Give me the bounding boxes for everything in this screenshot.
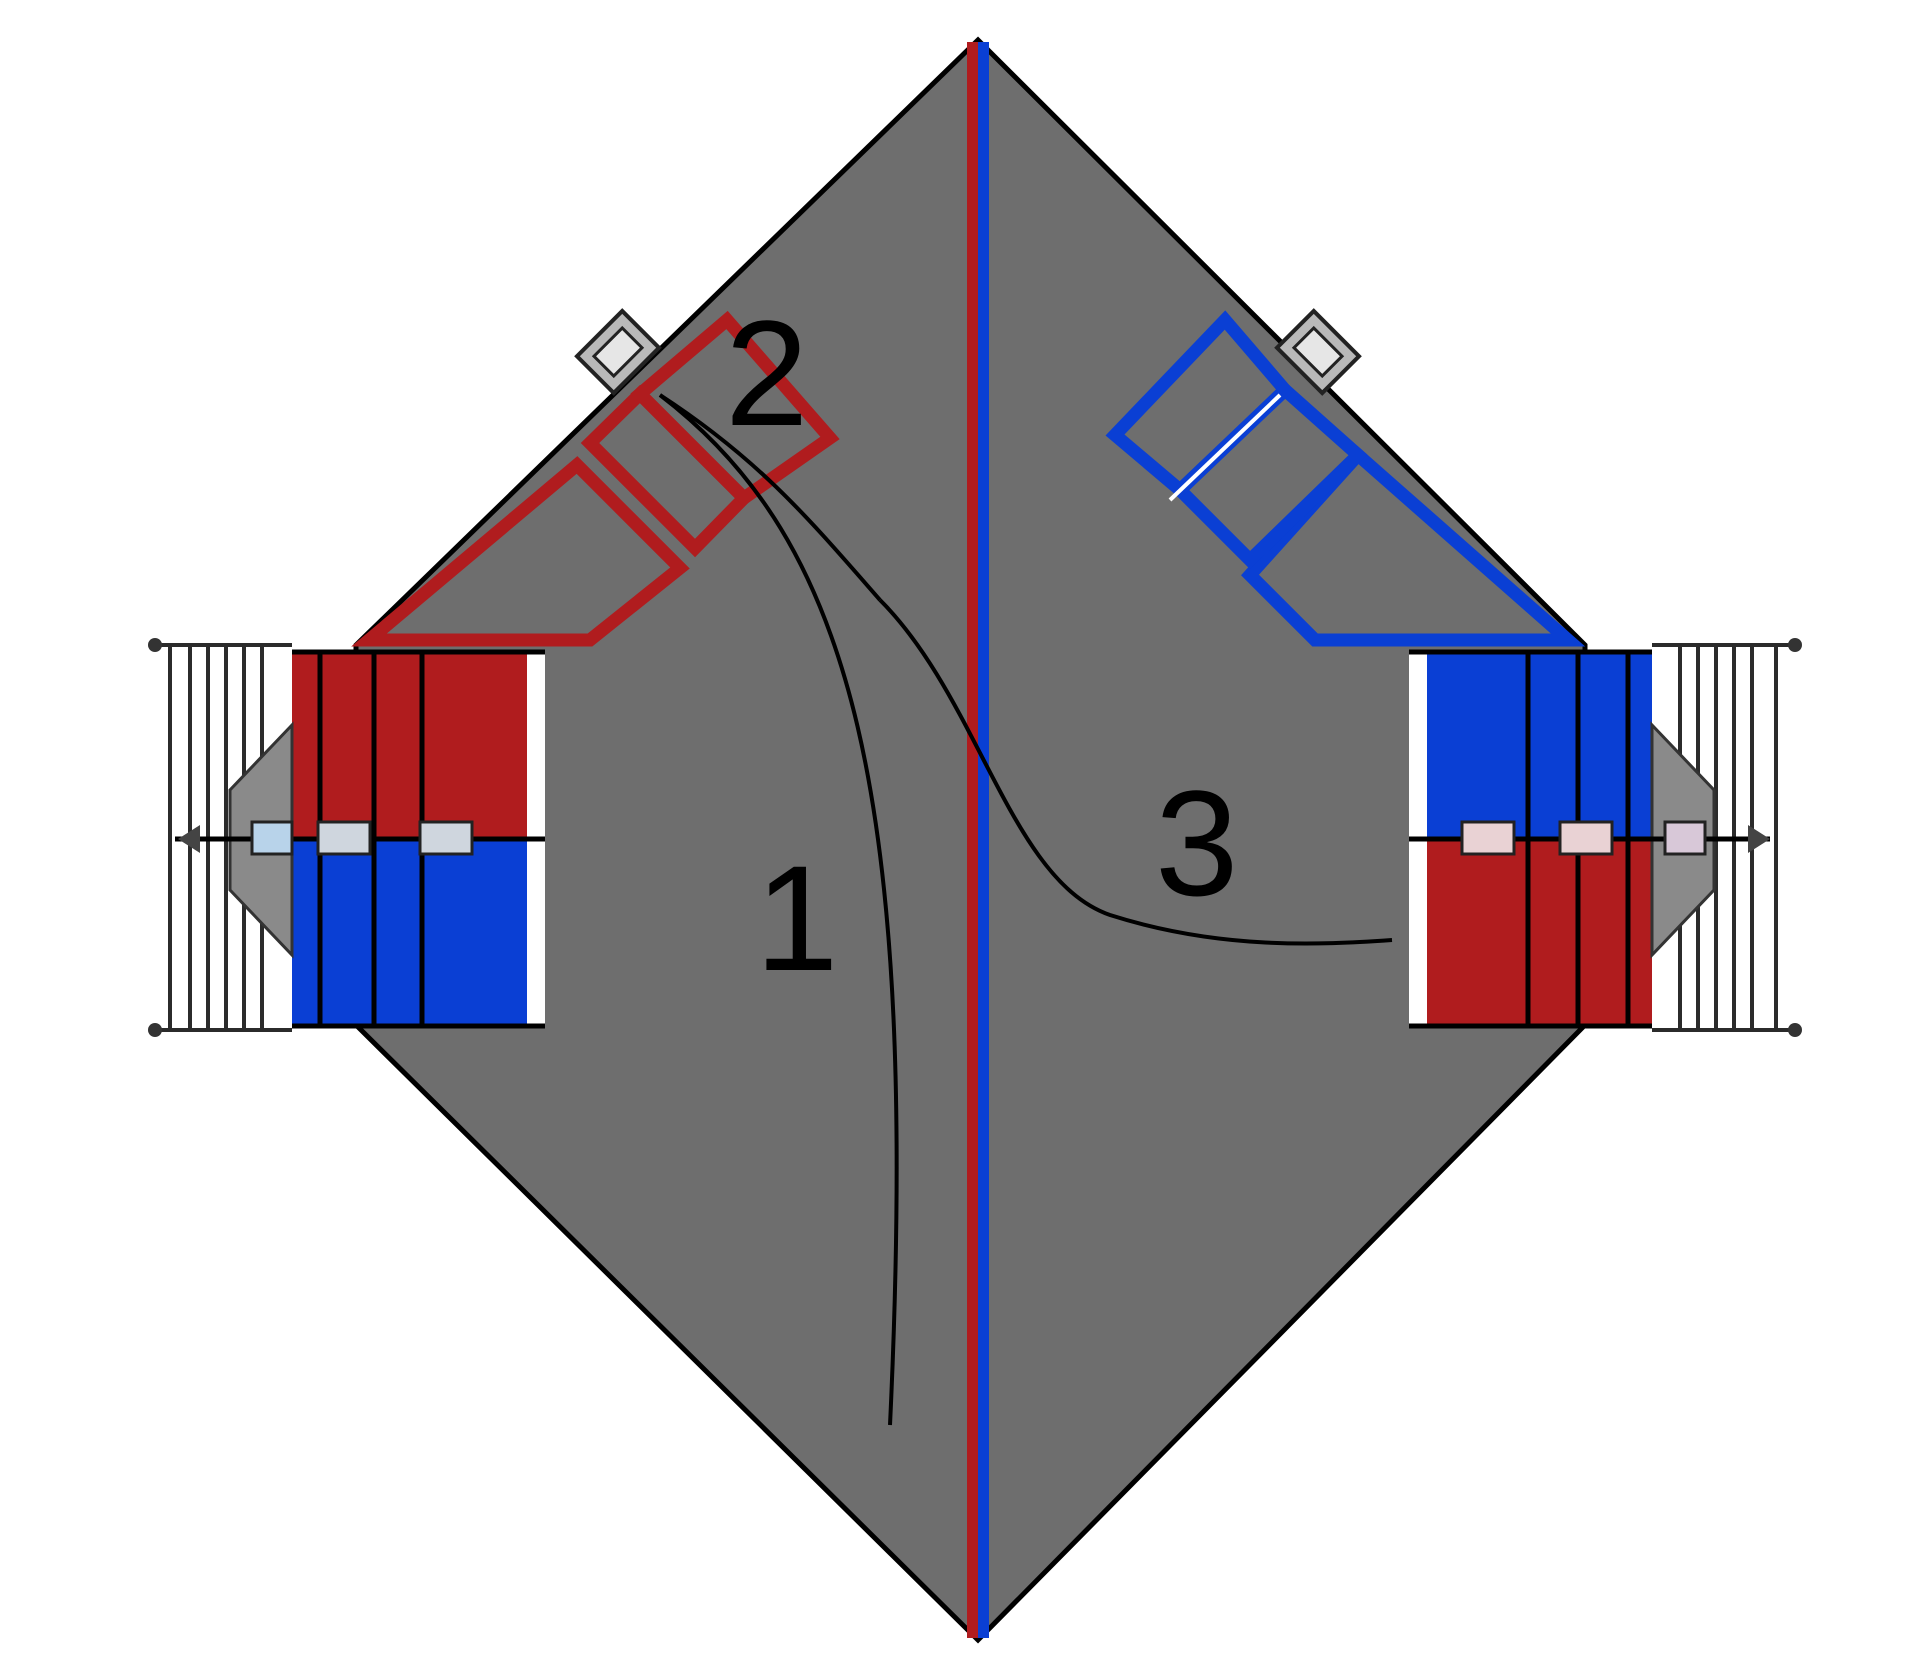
red-loading-zone (351, 310, 840, 647)
route-path-2 (658, 393, 882, 602)
left-robot-3 (250, 820, 294, 856)
left-rail-knob-bottom (148, 1023, 162, 1037)
center-line-blue (978, 42, 989, 1638)
left-station-red-zone (292, 652, 527, 839)
right-station-red-zone (1427, 839, 1652, 1026)
route-path-1 (658, 393, 899, 1426)
left-arrow-tip (178, 825, 200, 853)
right-robot-3 (1663, 820, 1707, 856)
left-robot-2 (418, 820, 474, 856)
right-rail-knob-bottom (1788, 1023, 1802, 1037)
route-path-3 (878, 598, 1393, 946)
right-station (1409, 638, 1802, 1037)
left-station (148, 638, 545, 1037)
route-label-2: 2 (725, 289, 808, 457)
right-rail-knob-top (1788, 638, 1802, 652)
red-corner-robot (574, 308, 662, 396)
left-robot-1 (316, 820, 372, 856)
route-label-1: 1 (755, 834, 838, 1002)
left-station-blue-zone (292, 839, 527, 1026)
blue-loading-zone (1105, 310, 1586, 647)
route-label-3: 3 (1155, 759, 1238, 927)
center-line-red (967, 42, 978, 1638)
right-arrow-tip (1748, 825, 1770, 853)
right-robot-2 (1558, 820, 1614, 856)
right-robot-1 (1460, 820, 1516, 856)
blue-corner-robot (1274, 308, 1362, 396)
left-rail-knob-top (148, 638, 162, 652)
right-station-blue-zone (1427, 652, 1652, 839)
